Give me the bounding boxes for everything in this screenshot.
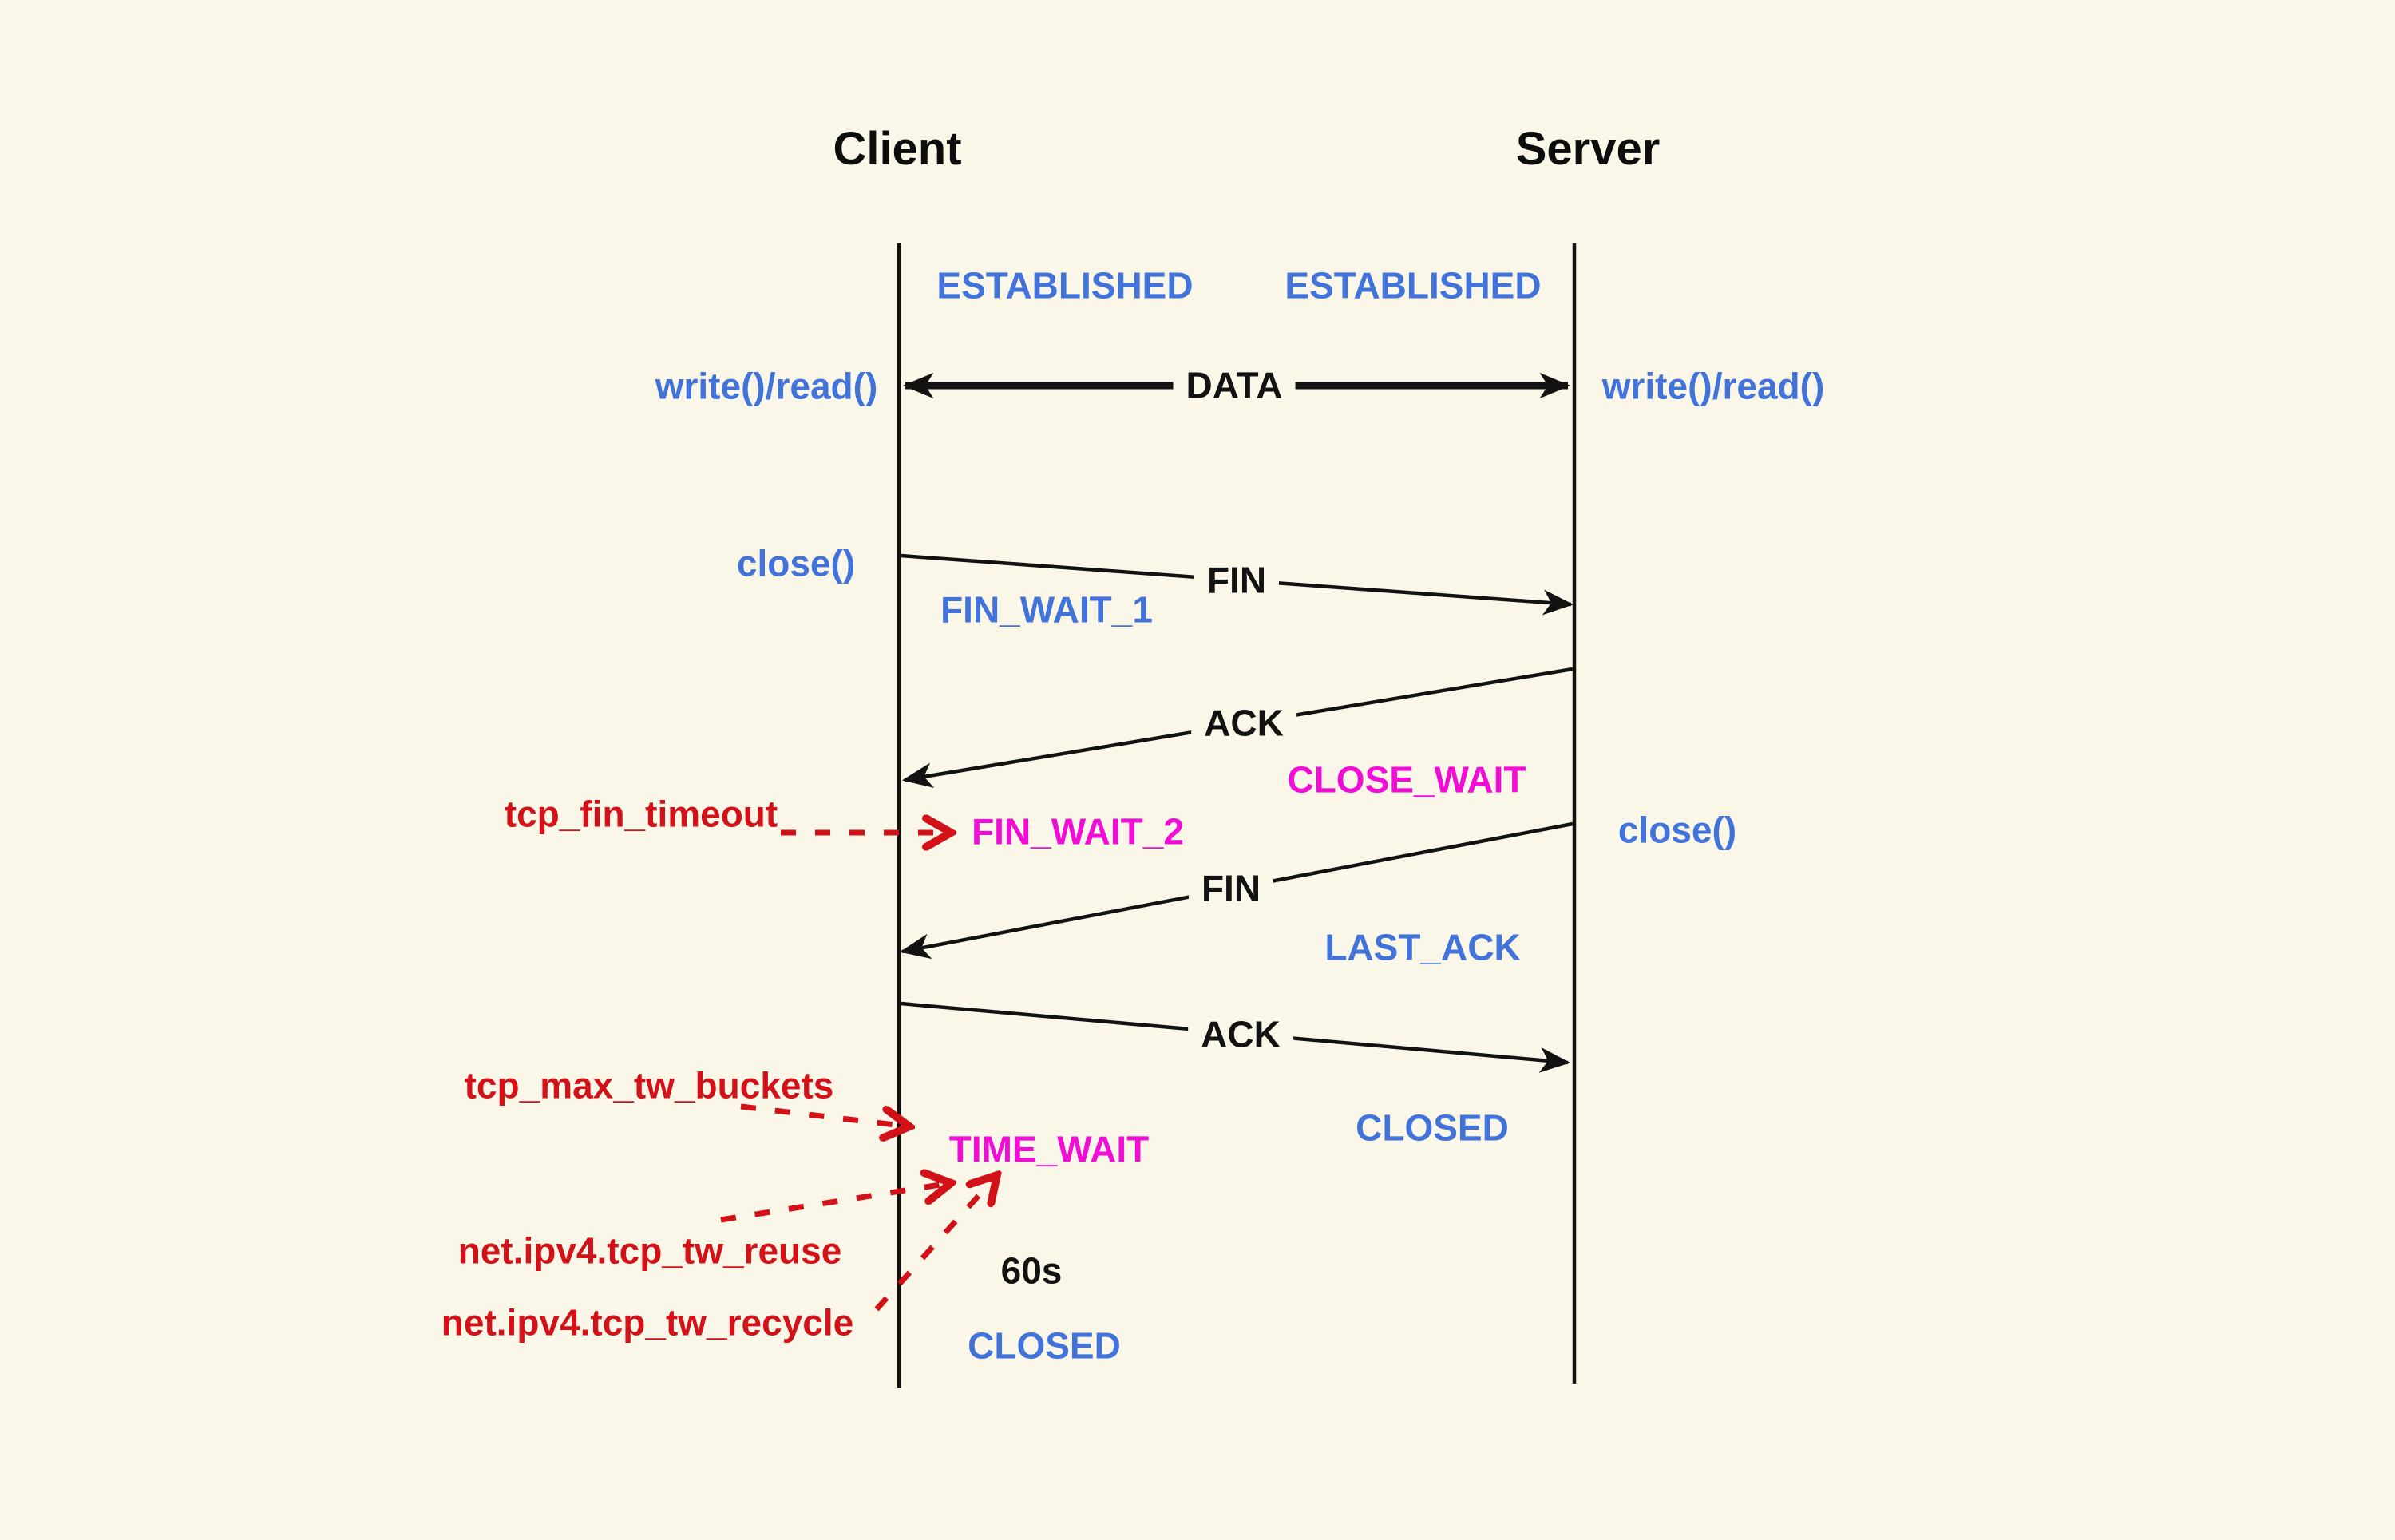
message-data: DATA — [1173, 363, 1296, 408]
tcp-tw-recycle-arrow — [874, 1176, 996, 1312]
time-wait-duration-label: 60s — [1000, 1249, 1063, 1292]
message-fin-2: FIN — [1188, 866, 1274, 911]
state-client-closed: CLOSED — [968, 1324, 1121, 1367]
server-title: Server — [1515, 123, 1661, 176]
state-server-established: ESTABLISHED — [1285, 264, 1542, 307]
state-close-wait: CLOSE_WAIT — [1287, 758, 1526, 801]
message-fin-1: FIN — [1194, 558, 1280, 603]
param-tcp-fin-timeout: tcp_fin_timeout — [504, 793, 778, 835]
param-tcp-max-tw-buckets: tcp_max_tw_buckets — [464, 1064, 834, 1107]
message-ack-1: ACK — [1191, 701, 1296, 746]
state-fin-wait-1: FIN_WAIT_1 — [940, 588, 1153, 631]
server-close-label: close() — [1617, 809, 1737, 851]
param-tcp-tw-recycle: net.ipv4.tcp_tw_recycle — [441, 1301, 854, 1344]
client-title: Client — [833, 123, 962, 176]
param-tcp-tw-reuse: net.ipv4.tcp_tw_reuse — [457, 1229, 842, 1272]
server-write-read-label: write()/read() — [1601, 365, 1825, 407]
client-close-label: close() — [736, 542, 856, 584]
state-server-closed: CLOSED — [1356, 1107, 1509, 1149]
state-fin-wait-2: FIN_WAIT_2 — [972, 810, 1184, 853]
state-time-wait: TIME_WAIT — [948, 1128, 1150, 1170]
tcp-tw-reuse-arrow — [720, 1183, 950, 1223]
state-client-established: ESTABLISHED — [936, 264, 1194, 307]
tcp-max-tw-buckets-arrow — [740, 1103, 909, 1126]
message-ack-2: ACK — [1188, 1012, 1293, 1057]
client-write-read-label: write()/read() — [655, 365, 878, 407]
state-last-ack: LAST_ACK — [1324, 926, 1521, 968]
